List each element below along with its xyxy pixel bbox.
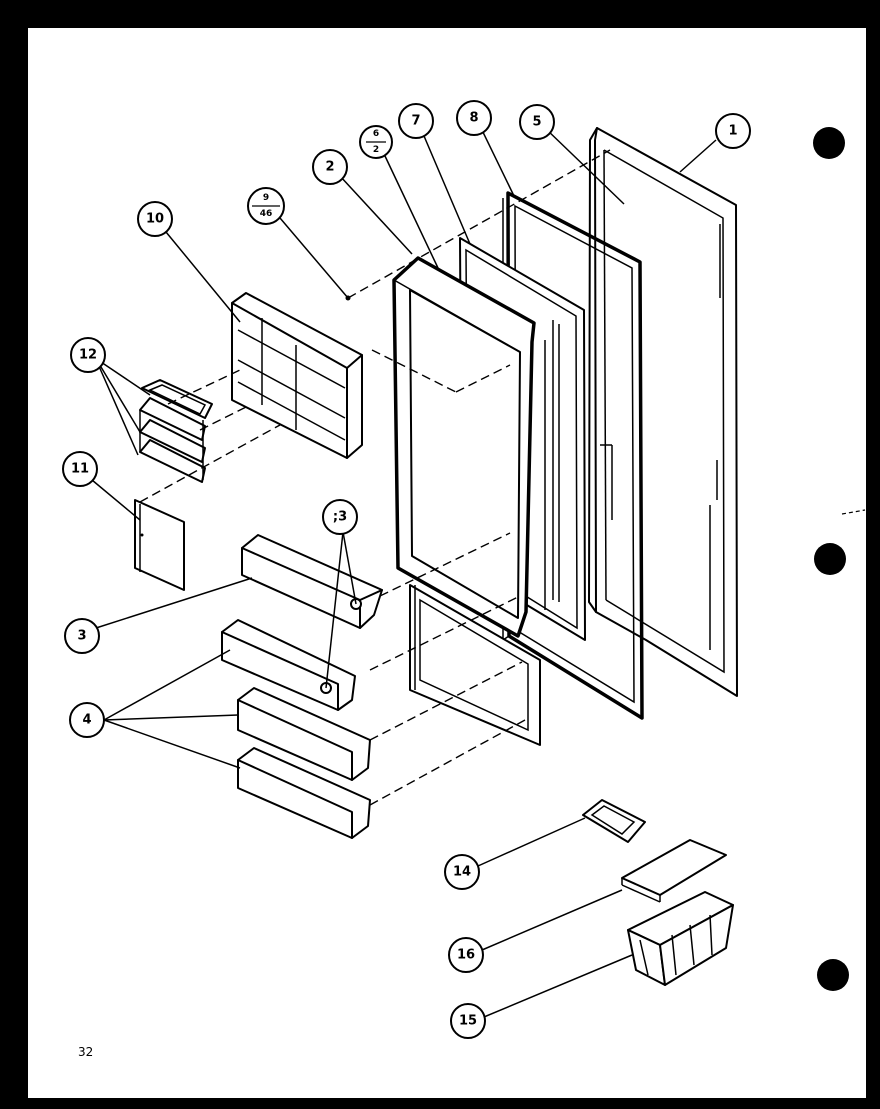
callout-6-2: 6 2 — [359, 125, 393, 159]
svg-text:14: 14 — [453, 865, 471, 880]
callout-12: 12 — [70, 337, 106, 373]
svg-text:7: 7 — [411, 114, 420, 129]
svg-text:6: 6 — [373, 129, 379, 139]
callout-3: 3 — [64, 618, 100, 654]
svg-text:2: 2 — [373, 145, 379, 155]
door-outer-panel — [588, 127, 738, 697]
svg-text:12: 12 — [79, 348, 97, 363]
punch-hole-bottom — [817, 959, 849, 991]
page-number: 32 — [78, 1045, 94, 1059]
small-tray — [582, 799, 646, 843]
callout-16: 16 — [448, 937, 484, 973]
svg-text:46: 46 — [260, 209, 273, 219]
svg-text:10: 10 — [146, 212, 164, 227]
svg-text:;3: ;3 — [333, 510, 347, 525]
callout-10: 10 — [137, 201, 173, 237]
svg-text:3: 3 — [77, 629, 86, 644]
assembly-dashed-lines — [139, 149, 611, 806]
svg-text:15: 15 — [459, 1014, 477, 1029]
callout-15: 15 — [450, 1003, 486, 1039]
small-panel — [134, 499, 185, 591]
callout-14: 14 — [444, 854, 480, 890]
svg-text:4: 4 — [82, 713, 91, 728]
callout-2: 2 — [312, 149, 348, 185]
callout-5: 5 — [519, 104, 555, 140]
callout-13: ;3 — [322, 499, 358, 535]
door-bin-upper — [241, 534, 383, 629]
container-lid — [621, 839, 727, 903]
svg-text:11: 11 — [71, 462, 89, 477]
svg-text:1: 1 — [728, 124, 737, 139]
ice-containers-stack — [139, 379, 213, 483]
door-bin-1 — [221, 619, 356, 711]
svg-text:2: 2 — [325, 160, 334, 175]
inner-door-liner — [392, 256, 541, 746]
callout-11: 11 — [62, 451, 98, 487]
punch-hole-middle — [814, 543, 846, 575]
svg-text:16: 16 — [457, 948, 475, 963]
door-bin-3 — [237, 747, 371, 839]
svg-text:8: 8 — [469, 111, 478, 126]
freezer-shelf-rack — [231, 292, 363, 459]
callout-8: 8 — [456, 100, 492, 136]
svg-text:9: 9 — [263, 193, 269, 203]
door-bin-2 — [237, 687, 371, 781]
callout-9-46: 9 46 — [247, 187, 285, 225]
leader-lines — [91, 125, 717, 1018]
svg-text:5: 5 — [532, 115, 541, 130]
callout-4: 4 — [69, 702, 105, 738]
callout-1: 1 — [715, 113, 751, 149]
callout-7: 7 — [398, 103, 434, 139]
punch-hole-top — [813, 127, 845, 159]
storage-container — [627, 891, 734, 986]
